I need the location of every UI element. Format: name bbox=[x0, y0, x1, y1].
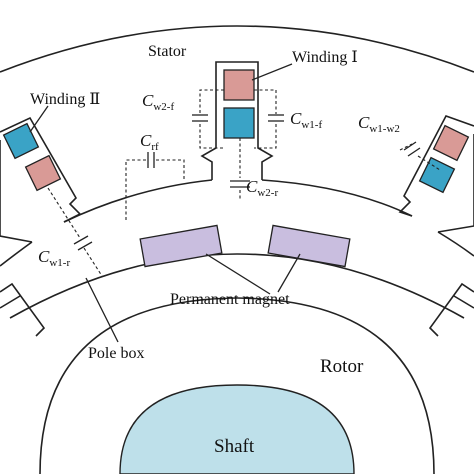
stator-outer-arc bbox=[0, 25, 474, 73]
cap-w1f-label: Cw1-f bbox=[290, 109, 322, 131]
cw1f-capacitor-symbol bbox=[268, 114, 284, 122]
rotor-label: Rotor bbox=[320, 356, 364, 377]
cap-w1r-label: Cw1-r bbox=[38, 247, 70, 269]
rotor-body bbox=[39, 297, 435, 474]
rotor-pole-right bbox=[453, 295, 474, 309]
stator-bore-left-mid bbox=[63, 179, 213, 223]
winding-2-leader bbox=[29, 105, 49, 133]
cap-w2r-label: Cw2-r bbox=[246, 177, 278, 199]
permanent-magnet-label: Permanent magnet bbox=[170, 291, 290, 308]
winding-1-coil-right bbox=[432, 124, 470, 162]
right-slot bbox=[398, 115, 474, 217]
shaft-label: Shaft bbox=[214, 436, 255, 457]
stator-bore-right bbox=[437, 231, 474, 257]
cap-w1w2-label: Cw1-w2 bbox=[358, 113, 400, 135]
magnet-leader-right bbox=[277, 253, 301, 293]
winding-2-coil-left-pink bbox=[24, 154, 62, 192]
crf-dashed-link bbox=[125, 159, 185, 220]
winding-2-coil-left-blue bbox=[2, 122, 40, 160]
crf-capacitor-symbol bbox=[147, 152, 155, 168]
cap-rf-label: Crf bbox=[140, 131, 159, 153]
winding-2-coil-right bbox=[418, 156, 456, 194]
cap-w2f-label: Cw2-f bbox=[142, 91, 174, 113]
left-slot-inner bbox=[0, 140, 33, 243]
cw1w2-dashed-link bbox=[399, 143, 441, 171]
shaft bbox=[119, 384, 355, 474]
pole-box-arc bbox=[9, 253, 465, 319]
stator-label: Stator bbox=[148, 43, 187, 60]
winding-1-coil bbox=[223, 69, 255, 101]
left-slot bbox=[0, 116, 82, 223]
magnet-left bbox=[139, 224, 223, 268]
right-slot-inner bbox=[437, 134, 474, 233]
winding-1-label: Winding Ⅰ bbox=[292, 49, 358, 66]
winding-2-label: Winding Ⅱ bbox=[30, 91, 100, 108]
pole-box-leader bbox=[85, 277, 119, 343]
pole-box-label: Pole box bbox=[88, 345, 144, 362]
rotor-pole-left bbox=[0, 295, 21, 309]
winding-2-coil-centre bbox=[223, 107, 255, 139]
centre-slot bbox=[200, 61, 274, 180]
rotor-tooth-left bbox=[0, 282, 46, 337]
cw2f-capacitor-symbol bbox=[192, 114, 208, 122]
cw1r-dashed-link bbox=[47, 187, 103, 277]
stator-bore-right-mid bbox=[261, 179, 413, 217]
cw2f-dashed-link bbox=[199, 89, 224, 149]
cw2r-capacitor-symbol bbox=[230, 180, 250, 188]
magnet-right bbox=[267, 224, 351, 268]
winding-1-leader bbox=[251, 63, 293, 81]
cw1r-capacitor-symbol bbox=[73, 235, 93, 251]
cw1w2-capacitor-symbol bbox=[403, 141, 421, 157]
stator-bore-left bbox=[0, 241, 33, 267]
rotor-tooth-right bbox=[428, 282, 474, 337]
magnet-leader-left bbox=[205, 253, 271, 295]
cw1f-dashed-link bbox=[254, 89, 277, 149]
